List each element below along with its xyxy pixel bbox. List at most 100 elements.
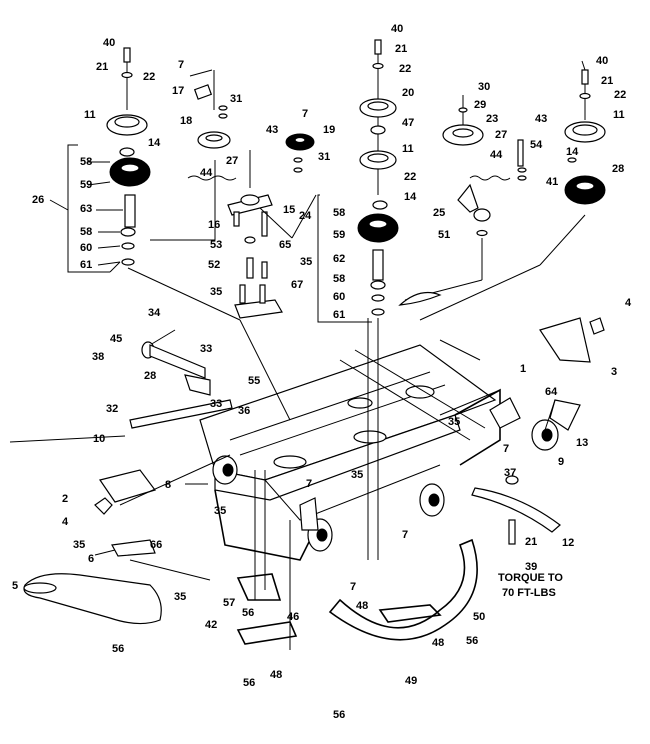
callout-53: 53 xyxy=(210,239,222,251)
callout-58b: 58 xyxy=(80,226,92,238)
callout-56d: 56 xyxy=(243,677,255,689)
callout-11c: 11 xyxy=(613,109,625,121)
callout-67: 67 xyxy=(291,279,303,291)
callout-labels: 40 21 22 11 14 58 59 26 63 58 60 61 7 17… xyxy=(12,23,632,721)
callout-7b: 7 xyxy=(302,108,308,120)
callout-35d: 35 xyxy=(351,469,363,481)
callout-40c: 40 xyxy=(596,55,608,67)
callout-4a: 4 xyxy=(625,297,632,309)
right-idler-assembly xyxy=(398,95,527,306)
callout-21c: 21 xyxy=(601,75,613,87)
callout-28a: 28 xyxy=(612,163,624,175)
callout-40a: 40 xyxy=(103,37,115,49)
callout-35f: 35 xyxy=(73,539,85,551)
callout-64: 64 xyxy=(545,386,558,398)
right-spindle-assembly xyxy=(419,69,606,321)
callout-61b: 61 xyxy=(333,309,345,321)
callout-54: 54 xyxy=(530,139,543,151)
callout-9: 9 xyxy=(558,456,564,468)
callout-21b: 21 xyxy=(395,43,407,55)
callout-4b: 4 xyxy=(62,516,69,528)
callout-45: 45 xyxy=(110,333,122,345)
callout-7d: 7 xyxy=(306,478,312,490)
callout-65: 65 xyxy=(279,239,291,251)
callout-55: 55 xyxy=(248,375,260,387)
callout-11b: 11 xyxy=(402,143,414,155)
callout-16: 16 xyxy=(208,219,220,231)
callout-21d: 21 xyxy=(525,536,537,548)
callout-6: 6 xyxy=(88,553,94,565)
callout-17: 17 xyxy=(172,85,184,97)
callout-44a: 44 xyxy=(200,167,213,179)
callout-37: 37 xyxy=(504,467,516,479)
caster-wheels xyxy=(212,419,559,552)
callout-31a: 31 xyxy=(230,93,242,105)
callout-28b: 28 xyxy=(144,370,156,382)
callout-57: 57 xyxy=(223,597,235,609)
callout-22a: 22 xyxy=(143,71,155,83)
callout-14a: 14 xyxy=(148,137,161,149)
callout-58d: 58 xyxy=(333,273,345,285)
idler-assembly xyxy=(150,70,315,319)
callout-30: 30 xyxy=(478,81,490,93)
callout-22b: 22 xyxy=(399,63,411,75)
callout-58c: 58 xyxy=(333,207,345,219)
callout-38: 38 xyxy=(92,351,104,363)
callout-27a: 27 xyxy=(226,155,238,167)
callout-35e: 35 xyxy=(214,505,226,517)
callout-33a: 33 xyxy=(200,343,212,355)
callout-56c: 56 xyxy=(112,643,124,655)
callout-48c: 48 xyxy=(270,669,282,681)
callout-66: 66 xyxy=(150,539,162,551)
callout-35g: 35 xyxy=(174,591,186,603)
callout-2: 2 xyxy=(62,493,68,505)
mower-deck xyxy=(199,344,501,561)
callout-13: 13 xyxy=(576,437,588,449)
callout-20: 20 xyxy=(402,87,414,99)
callout-47: 47 xyxy=(402,117,414,129)
callout-41: 41 xyxy=(546,176,558,188)
callout-23: 23 xyxy=(486,113,498,125)
callout-7c: 7 xyxy=(503,443,509,455)
callout-52: 52 xyxy=(208,259,220,271)
callout-58a: 58 xyxy=(80,156,92,168)
callout-8: 8 xyxy=(165,479,171,491)
callout-46: 46 xyxy=(287,611,299,623)
torque-note: TORQUE TO 70 FT-LBS xyxy=(498,572,563,599)
callout-15: 15 xyxy=(283,204,295,216)
callout-7f: 7 xyxy=(350,581,356,593)
callout-43a: 43 xyxy=(266,124,278,136)
callout-49: 49 xyxy=(405,675,417,687)
callout-25: 25 xyxy=(433,207,445,219)
callout-35c: 35 xyxy=(448,416,460,428)
bottom-baffles xyxy=(236,470,478,650)
callout-40b: 40 xyxy=(391,23,403,35)
callout-36: 36 xyxy=(238,405,250,417)
callout-12: 12 xyxy=(562,537,574,549)
left-spindle-assembly xyxy=(67,47,291,421)
callout-21a: 21 xyxy=(96,61,108,73)
callout-39: 39 xyxy=(525,561,537,573)
callout-5: 5 xyxy=(12,580,18,592)
left-side-parts xyxy=(23,329,233,625)
callout-24: 24 xyxy=(299,210,312,222)
callout-7e: 7 xyxy=(402,529,408,541)
right-side-parts xyxy=(471,317,605,545)
callout-11a: 11 xyxy=(84,109,96,121)
callout-62: 62 xyxy=(333,253,345,265)
callout-35b: 35 xyxy=(210,286,222,298)
callout-14b: 14 xyxy=(404,191,417,203)
callout-42: 42 xyxy=(205,619,217,631)
callout-60b: 60 xyxy=(333,291,345,303)
callout-29: 29 xyxy=(474,99,486,111)
callout-7a: 7 xyxy=(178,59,184,71)
leader-lines xyxy=(9,60,586,581)
callout-48b: 48 xyxy=(432,637,444,649)
callout-19: 19 xyxy=(323,124,335,136)
callout-59b: 59 xyxy=(333,229,345,241)
callout-43b: 43 xyxy=(535,113,547,125)
callout-22c: 22 xyxy=(404,171,416,183)
callout-3: 3 xyxy=(611,366,617,378)
